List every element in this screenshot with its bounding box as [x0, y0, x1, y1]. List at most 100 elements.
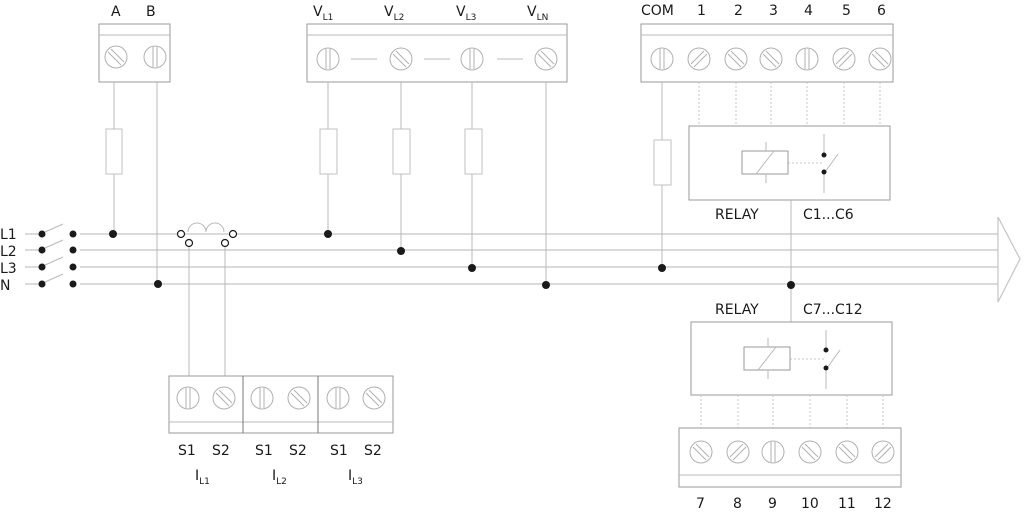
terminal-label: 6 — [877, 3, 886, 19]
relay-label: RELAY — [715, 302, 759, 318]
screw-terminal-icon — [250, 386, 274, 410]
screw-terminals — [650, 47, 892, 71]
screw-terminal-icon — [795, 47, 819, 71]
screw-terminal-icon — [689, 440, 713, 464]
fuse — [464, 128, 483, 175]
relay-range-label: C1...C6 — [803, 207, 854, 223]
label-l2: L2 — [0, 244, 17, 260]
disconnect-switch — [38, 223, 77, 288]
screw-terminal-icon — [287, 386, 311, 410]
bus-lines — [25, 216, 1021, 303]
junction-dot — [324, 230, 332, 238]
label-n: N — [0, 278, 10, 294]
relay-coil-icon — [743, 338, 825, 379]
label-il1: IL1 — [195, 468, 210, 487]
switch-pole — [38, 256, 77, 271]
screw-terminal-icon — [798, 440, 822, 464]
current-transformer-icon — [176, 222, 238, 248]
relay-output-terminal-block-top: COM 1 2 3 4 5 6 — [640, 3, 894, 83]
switch-pole — [38, 239, 77, 254]
terminal-label: S1 — [178, 443, 196, 459]
label-vl2: VL2 — [384, 4, 404, 23]
junction-dot — [397, 247, 405, 255]
screw-terminal-icon — [650, 47, 674, 71]
label-b: B — [146, 4, 156, 20]
terminal-label: 3 — [769, 3, 778, 19]
screw-terminals — [104, 45, 167, 69]
terminal-label: 11 — [838, 496, 856, 512]
junction-dot — [154, 280, 162, 288]
screw-terminal-icon — [362, 386, 386, 410]
screw-terminal-icon — [835, 440, 859, 464]
screw-terminal-icon — [316, 47, 340, 71]
label-l3: L3 — [0, 261, 17, 277]
screw-terminal-icon — [104, 45, 128, 69]
label-vl1: VL1 — [313, 4, 333, 23]
terminal-label: 12 — [874, 496, 892, 512]
screw-terminal-icon — [143, 45, 167, 69]
terminal-label: 9 — [768, 496, 777, 512]
fuse — [653, 139, 672, 186]
relay-output-terminal-block-bottom: 7 8 9 10 11 12 — [678, 427, 902, 512]
label-vln: VLN — [527, 4, 548, 23]
terminal-label: 7 — [696, 496, 705, 512]
bus-labels: L1 L2 L3 N — [0, 227, 17, 294]
current-terminal-block: S1 S2 S1 S2 S1 S2 IL1 IL2 IL3 — [168, 375, 394, 487]
screw-terminals — [176, 386, 386, 410]
terminal-label: S2 — [364, 443, 382, 459]
terminal-label: 2 — [734, 3, 743, 19]
fuse — [105, 128, 123, 175]
voltage-terminal-block: VL1 VL2 VL3 VLN — [306, 4, 568, 83]
junction-dot — [658, 264, 666, 272]
screw-terminal-icon — [724, 47, 748, 71]
junction-dot — [109, 230, 117, 238]
terminal-label: S1 — [330, 443, 348, 459]
relay-c1-c6: RELAY C1...C6 — [688, 125, 891, 223]
junction-dot — [787, 281, 795, 289]
screw-terminal-icon — [212, 386, 236, 410]
screw-terminal-icon — [687, 47, 711, 71]
screw-terminals — [316, 47, 558, 71]
comm-terminal-block: A B — [98, 4, 171, 83]
screw-terminal-icon — [832, 47, 856, 71]
relay-coil-icon — [741, 142, 823, 183]
fuse — [392, 128, 411, 175]
fuse — [319, 128, 338, 175]
screw-terminal-icon — [460, 47, 484, 71]
terminal-label: 5 — [842, 3, 851, 19]
label-vl3: VL3 — [456, 4, 476, 23]
terminal-label: 8 — [733, 496, 742, 512]
screw-terminal-icon — [534, 47, 558, 71]
dashed-connections-bottom — [700, 395, 884, 428]
screw-terminal-icon — [868, 47, 892, 71]
label-il3: IL3 — [348, 468, 363, 487]
screw-terminal-icon — [326, 386, 350, 410]
screw-terminal-icon — [726, 440, 750, 464]
relay-contact-icon — [821, 134, 839, 193]
screw-terminal-icon — [759, 47, 783, 71]
label-l1: L1 — [0, 227, 17, 243]
relay-c7-c12: RELAY C7...C12 — [690, 302, 893, 396]
relay-label: RELAY — [715, 207, 759, 223]
label-il2: IL2 — [272, 468, 287, 487]
relay-range-label: C7...C12 — [803, 302, 863, 318]
terminal-label: 10 — [801, 496, 819, 512]
screw-terminal-icon — [871, 440, 895, 464]
junction-dot — [542, 281, 550, 289]
switch-pole — [38, 223, 77, 238]
terminal-label: S1 — [255, 443, 273, 459]
terminal-label: COM — [641, 3, 674, 19]
terminal-label: S2 — [289, 443, 307, 459]
relay-contact-icon — [823, 330, 841, 389]
terminal-label: S2 — [212, 443, 230, 459]
label-a: A — [111, 4, 121, 20]
screw-terminals — [689, 440, 895, 464]
terminal-label: 1 — [697, 3, 706, 19]
terminal-label: 4 — [804, 3, 813, 19]
dashed-connections-top — [698, 82, 881, 126]
junction-dot — [468, 264, 476, 272]
screw-terminal-icon — [176, 386, 200, 410]
screw-terminal-icon — [761, 440, 785, 464]
arrow-right-icon — [997, 216, 1021, 303]
